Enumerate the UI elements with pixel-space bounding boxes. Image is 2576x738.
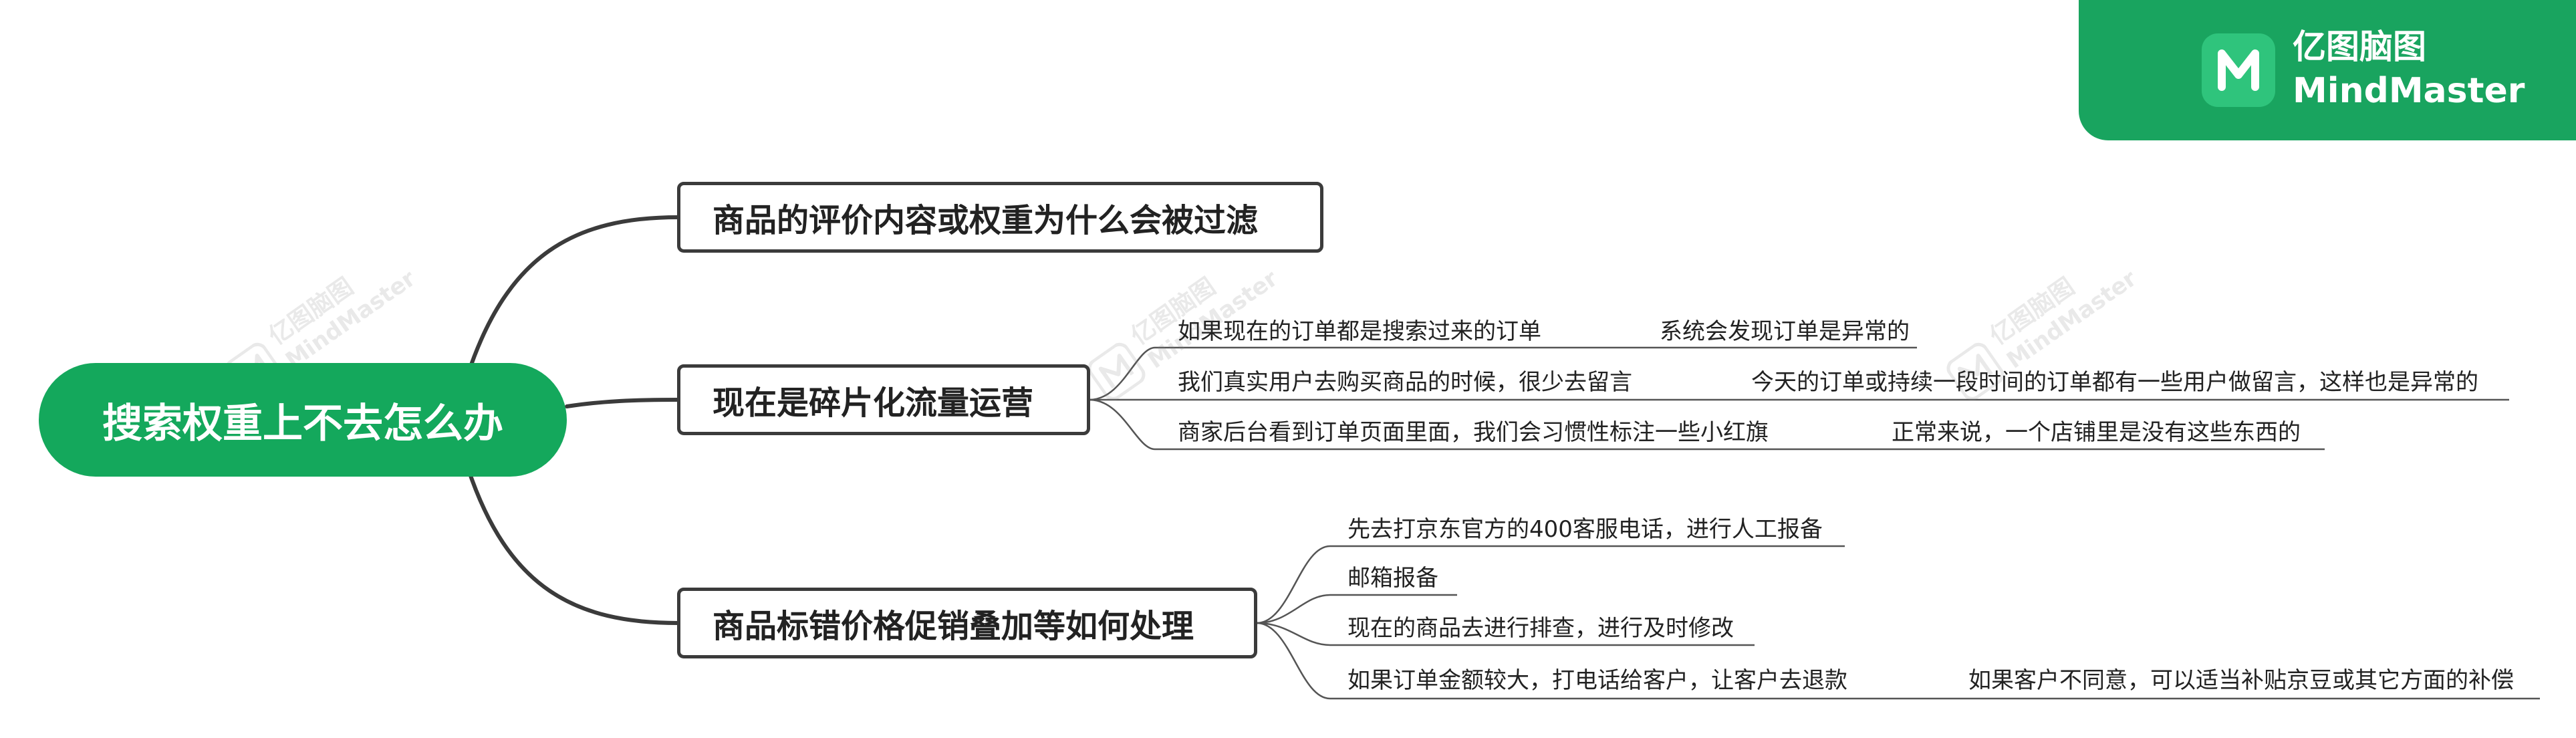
connector-b2-item-3 (1089, 398, 1798, 451)
brand-product: MindMaster (2293, 71, 2525, 111)
connector-b3-item-2 (1256, 594, 1457, 624)
connector-root-branch-1 (466, 215, 680, 376)
subtopic[interactable]: 我们真实用户去购买商品的时候，很少去留言 (1178, 369, 1632, 396)
brand-badge[interactable]: 亿图脑图 MindMaster (2079, 0, 2576, 140)
subtopic[interactable]: 邮箱报备 (1347, 565, 1438, 592)
watermark: 亿图脑图 MindMaster (1928, 221, 2156, 420)
brand-name: 亿图脑图 (2293, 27, 2426, 66)
subtopic[interactable]: 商家后台看到订单页面里面，我们会习惯性标注一些小红旗 (1178, 419, 1769, 446)
subtopic-followup[interactable]: 如果客户不同意，可以适当补贴京豆或其它方面的补偿 (1968, 667, 2514, 694)
subtopic-followup[interactable]: 今天的订单或持续一段时间的订单都有一些用户做留言，这样也是异常的 (1751, 369, 2478, 396)
subtopic-followup[interactable]: 系统会发现订单是异常的 (1660, 318, 1910, 345)
connector-root-branch-3 (466, 466, 680, 625)
root-topic[interactable]: 搜索权重上不去怎么办 (39, 363, 567, 477)
connector-b3-item-1 (1256, 545, 1845, 624)
branch-topic[interactable]: 商品标错价格促销叠加等如何处理 (677, 588, 1257, 658)
mindmaster-logo-icon (1084, 339, 1149, 404)
connector-root-branch-2 (565, 398, 680, 408)
connector-b3-item-3 (1256, 622, 1755, 646)
subtopic[interactable]: 现在的商品去进行排查，进行及时修改 (1347, 615, 1734, 642)
watermark: 亿图脑图 MindMaster (1069, 221, 1297, 420)
subtopic[interactable]: 如果现在的订单都是搜索过来的订单 (1178, 318, 1541, 345)
subtopic-followup[interactable]: 正常来说，一个店铺里是没有这些东西的 (1892, 419, 2301, 446)
branch-topic[interactable]: 现在是碎片化流量运营 (677, 364, 1090, 435)
branch-topic[interactable]: 商品的评价内容或权重为什么会被过滤 (677, 182, 1323, 253)
mindmaster-logo-icon (1943, 339, 2008, 404)
subtopic[interactable]: 先去打京东官方的400客服电话，进行人工报备 (1347, 516, 1823, 543)
mindmaster-logo-icon (2202, 33, 2275, 107)
connector-b2-item-1 (1089, 346, 1594, 401)
subtopic[interactable]: 如果订单金额较大，打电话给客户，让客户去退款 (1347, 667, 1847, 694)
connector-b3-item-4 (1256, 622, 1930, 700)
